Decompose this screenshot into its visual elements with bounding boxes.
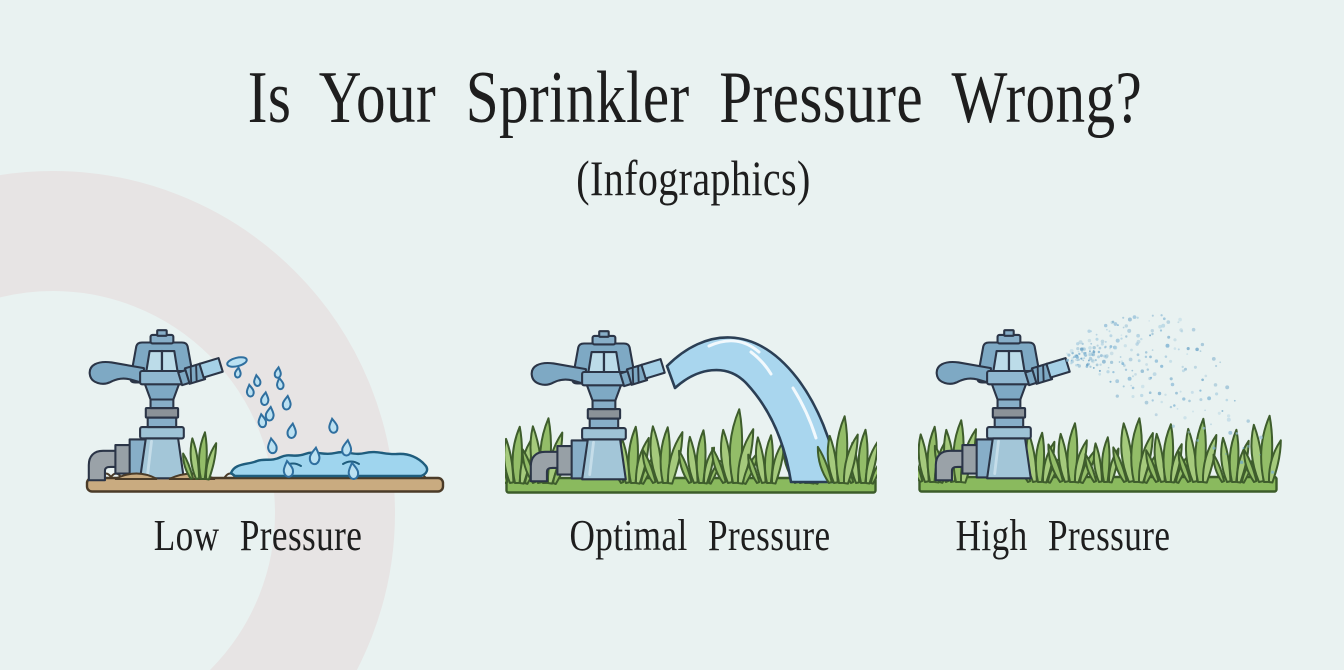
page-title: Is Your Sprinkler Pressure Wrong? (23, 57, 1344, 139)
water-droplets (226, 356, 359, 480)
optimal-pressure-sprinkler-illustration (505, 329, 877, 494)
label-optimal-pressure: Optimal Pressure (569, 511, 831, 560)
water-highlights (707, 339, 818, 440)
panel-high-pressure (918, 313, 1290, 493)
grass-tuft (179, 432, 217, 480)
mist-spray (1064, 314, 1275, 474)
panel-low-pressure (85, 325, 447, 501)
label-high-pressure: High Pressure (955, 511, 1171, 560)
grass-clump-front (813, 416, 859, 484)
page-subtitle: (Infographics) (21, 151, 1344, 206)
page-subtitle-text: (Infographics) (575, 150, 811, 206)
low-pressure-sprinkler-illustration (85, 328, 445, 493)
label-low-pressure: Low Pressure (153, 511, 363, 560)
panel-optimal-pressure (505, 322, 877, 498)
page-title-text: Is Your Sprinkler Pressure Wrong? (247, 57, 1143, 139)
high-pressure-sprinkler-illustration (918, 314, 1290, 493)
water-puddle (229, 450, 429, 478)
